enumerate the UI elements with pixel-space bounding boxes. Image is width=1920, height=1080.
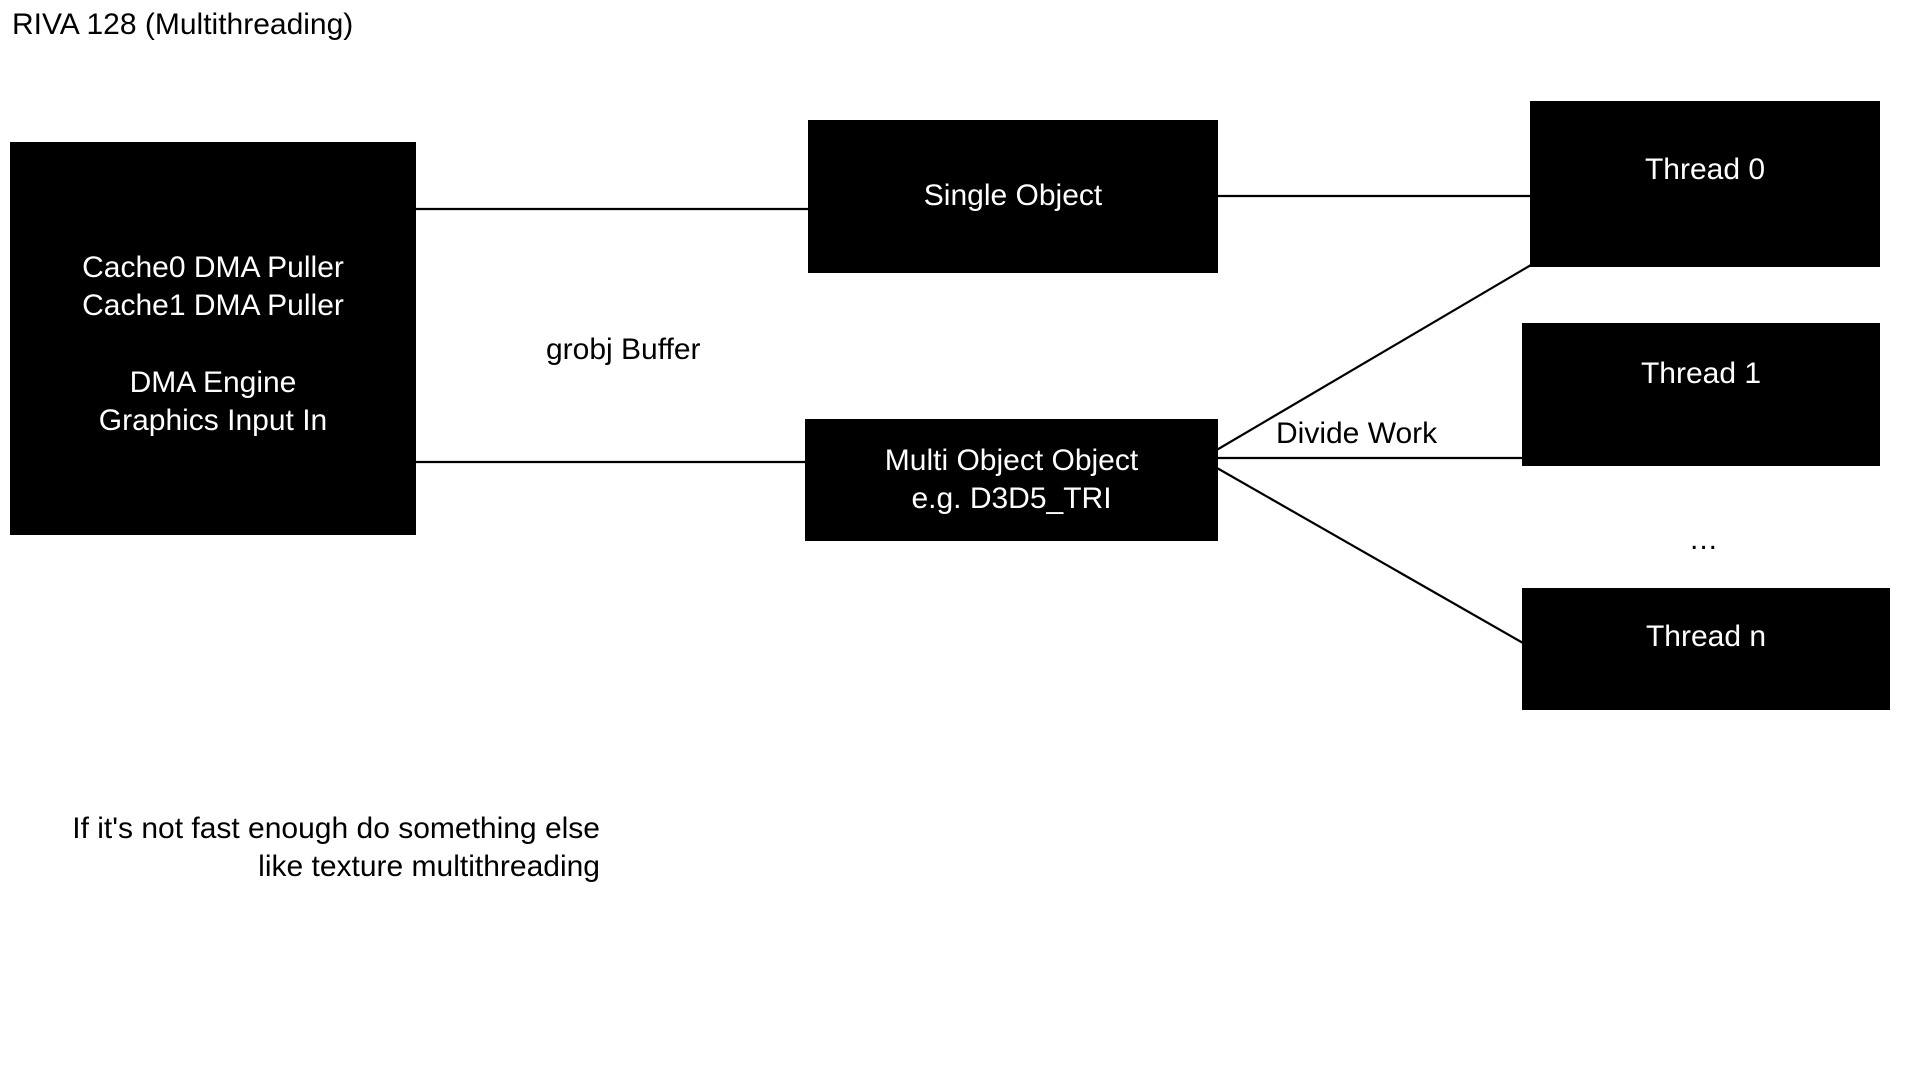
edge-multi-object-to-thread-n [1202, 459, 1524, 644]
node-thread-n[interactable]: Thread n [1522, 588, 1890, 710]
node-thread-n-label: Thread n [1645, 620, 1767, 653]
node-dma-pullers[interactable]: Cache0 DMA Puller Cache1 DMA Puller DMA … [10, 142, 416, 535]
node-thread-1-label: Thread 1 [1640, 357, 1762, 390]
node-thread-0-label: Thread 0 [1644, 153, 1766, 186]
node-multi-object[interactable]: Multi Object Object e.g. D3D5_TRI [805, 419, 1218, 541]
node-thread-0[interactable]: Thread 0 [1530, 101, 1880, 267]
edge-label-grobj-buffer: grobj Buffer [546, 333, 701, 366]
node-single-object-label: Single Object [923, 179, 1103, 213]
footnote-text: If it's not fast enough do something els… [72, 812, 600, 883]
node-thread-1[interactable]: Thread 1 [1522, 323, 1880, 466]
node-multi-object-label: Multi Object Object e.g. D3D5_TRI [884, 443, 1139, 515]
edge-label-divide-work: Divide Work [1276, 417, 1438, 450]
thread-list-ellipsis: ... [1690, 523, 1719, 556]
node-dma-pullers-label: Cache0 DMA Puller Cache1 DMA Puller DMA … [82, 250, 344, 438]
page-title: RIVA 128 (Multithreading) [12, 8, 354, 41]
node-single-object[interactable]: Single Object [808, 120, 1218, 273]
